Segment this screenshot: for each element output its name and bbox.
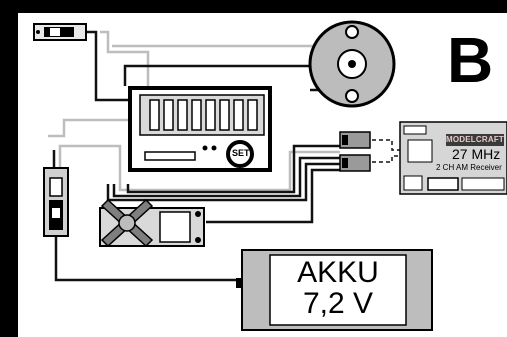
controller-slot bbox=[144, 145, 217, 161]
wires-dark bbox=[52, 30, 354, 282]
heatsink-fin bbox=[247, 99, 258, 131]
motor bbox=[308, 20, 396, 108]
power-switch-top bbox=[33, 23, 87, 41]
power-switch-side bbox=[43, 167, 69, 237]
battery-voltage: 7,2 V bbox=[302, 287, 374, 320]
heatsink-fin bbox=[219, 99, 230, 131]
set-button-label: SET bbox=[232, 148, 250, 158]
panel-label: B bbox=[447, 24, 494, 96]
heatsink-fin bbox=[205, 99, 216, 131]
heatsink-fin bbox=[163, 99, 174, 131]
heatsink-fins bbox=[149, 99, 258, 131]
servo bbox=[99, 198, 205, 248]
heatsink-fin bbox=[191, 99, 202, 131]
heatsink-fin bbox=[233, 99, 244, 131]
receiver-description: 2 CH AM Receiver bbox=[436, 163, 502, 172]
heatsink-fin bbox=[149, 99, 160, 131]
heatsink-fin bbox=[177, 99, 188, 131]
battery-label: AKKU bbox=[297, 256, 379, 289]
receiver-brand: MODELCRAFT bbox=[446, 134, 504, 146]
receiver-frequency: 27 MHz bbox=[452, 146, 501, 162]
servo-connectors bbox=[339, 131, 371, 172]
set-button bbox=[226, 140, 254, 168]
battery bbox=[236, 249, 433, 331]
